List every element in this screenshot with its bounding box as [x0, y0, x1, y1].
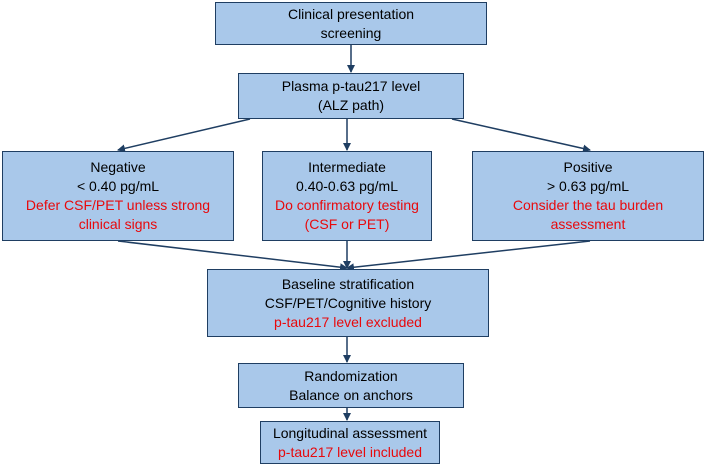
node-intermediate-line2: 0.40-0.63 pg/mL: [296, 178, 398, 194]
node-negative-line1: Negative: [90, 159, 146, 175]
node-positive-note1: Consider the tau burden: [512, 197, 664, 213]
node-intermediate-note2: (CSF or PET): [304, 216, 390, 232]
node-negative-note2: clinical signs: [78, 216, 158, 232]
node-baseline-line1: Baseline stratification: [281, 275, 415, 292]
node-screening: Clinical presentation screening: [215, 2, 487, 45]
node-screening-line1: Clinical presentation: [287, 5, 415, 22]
node-baseline: Baseline stratification CSF/PET/Cognitiv…: [207, 269, 489, 337]
node-negative-note1: Defer CSF/PET unless strong: [25, 197, 211, 213]
node-intermediate-line1: Intermediate: [308, 159, 386, 175]
node-longitudinal: Longitudinal assessment p-tau217 level i…: [260, 421, 440, 464]
node-plasma: Plasma p-tau217 level (ALZ path): [238, 73, 464, 119]
node-plasma-line1: Plasma p-tau217 level: [281, 78, 421, 94]
node-positive-line1: Positive: [563, 159, 613, 175]
node-baseline-line2: CSF/PET/Cognitive history: [264, 294, 432, 311]
node-longitudinal-line1: Longitudinal assessment: [272, 424, 428, 441]
arrow-positive-to-baseline: [346, 240, 591, 272]
node-randomization: Randomization Balance on anchors: [238, 363, 464, 408]
node-intermediate: Intermediate 0.40-0.63 pg/mL Do confirma…: [262, 151, 432, 241]
node-positive-note2: assessment: [550, 216, 626, 232]
node-baseline-note1: p-tau217 level excluded: [274, 313, 422, 330]
arrow-negative-to-baseline: [117, 240, 348, 272]
node-positive: Positive > 0.63 pg/mL Consider the tau b…: [472, 151, 704, 241]
node-plasma-line2: (ALZ path): [317, 97, 385, 113]
arrow-plasma-to-positive: [451, 118, 591, 153]
node-positive-line2: > 0.63 pg/mL: [546, 178, 630, 194]
node-intermediate-note1: Do confirmatory testing: [275, 197, 419, 213]
node-randomization-line2: Balance on anchors: [289, 386, 413, 403]
node-randomization-line1: Randomization: [304, 367, 398, 384]
node-negative-line2: < 0.40 pg/mL: [76, 178, 160, 194]
node-longitudinal-note1: p-tau217 level included: [278, 443, 422, 460]
arrow-plasma-to-negative: [117, 118, 251, 153]
node-screening-line2: screening: [320, 24, 382, 41]
node-negative: Negative < 0.40 pg/mL Defer CSF/PET unle…: [2, 151, 234, 241]
